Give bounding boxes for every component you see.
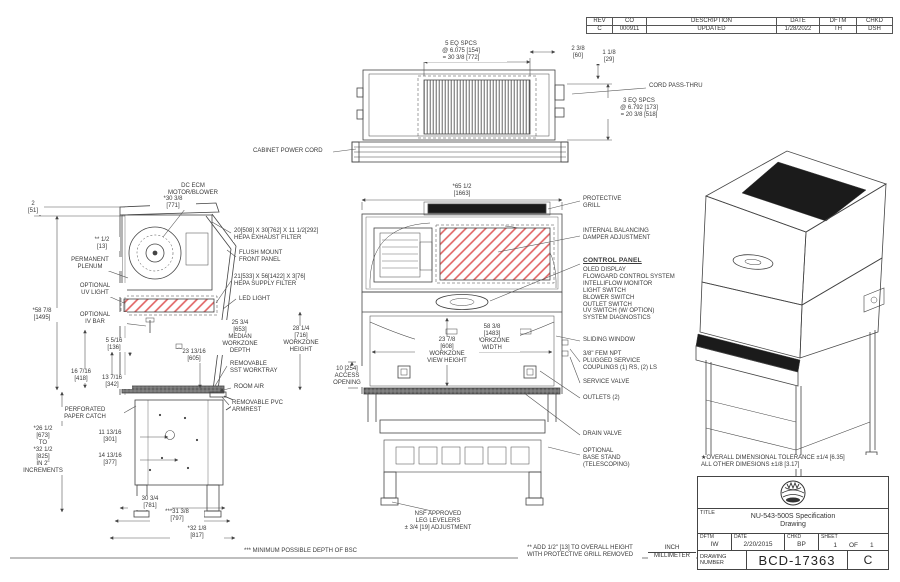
label-optional-iv-bar: OPTIONAL IV BAR [63, 312, 127, 326]
label-optional-base-stand: OPTIONAL BASE STAND (TELESCOPING) [582, 448, 631, 469]
dim-5-5-16: 5 5/16 [136] [95, 338, 133, 352]
dim-2: 2 [51] [22, 201, 44, 215]
list-control-panel-items: OLED DISPLAY FLOWGARD CONTROL SYSTEM INT… [582, 267, 676, 323]
label-led-light: LED LIGHT [238, 296, 272, 303]
title-label: TITLE [700, 510, 715, 516]
label-internal-balancing: INTERNAL BALANCING DAMPER ADJUSTMENT [582, 228, 652, 242]
revision-letter: C [863, 553, 873, 567]
revision-table: REV CO DESCRIPTION DATE DFTM CHKD C 0009… [586, 17, 893, 35]
label-drain-valve: DRAIN VALVE [582, 431, 623, 438]
rev-cell-description: UPDATED [647, 26, 777, 34]
units-legend: INCH MILLIMETER [648, 545, 696, 560]
dim-32-1-8: *32 1/8 [817] [170, 526, 224, 540]
label-control-panel: CONTROL PANEL [582, 257, 643, 264]
label-removable-pvc-armrest: REMOVABLE PVC ARMREST [231, 400, 284, 414]
label-flush-mount: FLUSH MOUNT FRONT PANEL [238, 250, 284, 264]
logo-row [698, 477, 888, 509]
note-add-height: ** ADD 1/2" [13] TO OVERALL HEIGHT WITH … [518, 545, 642, 559]
rev-cell-dftm: TH [820, 26, 857, 34]
drawing-number: BCD-17363 [747, 551, 848, 569]
dim-workzone-view-height: 23 7/8 [608] WORKZONE VIEW HEIGHT [415, 337, 479, 365]
dim-30-3-4: 30 3/4 [781] [128, 496, 172, 510]
rev-header-description: DESCRIPTION [647, 18, 777, 27]
label-outlets: OUTLETS (2) [582, 395, 621, 402]
note-min-depth: *** MINIMUM POSSIBLE DEPTH OF BSC [243, 548, 359, 555]
label-protective-grill: PROTECTIVE GRILL [582, 196, 623, 210]
date-label: DATE [734, 534, 747, 540]
label-sliding-window: SLIDING WINDOW [582, 337, 636, 344]
field-dftm: DFTM IW [698, 534, 732, 550]
label-room-air: ROOM AIR [233, 384, 266, 391]
label-hepa-exhaust-filter: 20[508] X 30[762] X 11 1/2[292] HEPA EXH… [233, 228, 320, 242]
title-block: TITLE NU-543-500S Specification Drawing … [697, 476, 889, 570]
fields-row: DFTM IW DATE 2/20/2015 CHKD BP SHEET 1 O… [698, 534, 888, 551]
label-removable-worktray: REMOVABLE SST WORKTRAY [229, 361, 279, 375]
field-date: DATE 2/20/2015 [732, 534, 785, 550]
dim-2-3-8: 2 3/8 [60] [562, 46, 594, 60]
rev-cell-date: 1/28/2022 [777, 26, 820, 34]
field-chkd: CHKD BP [785, 534, 819, 550]
units-millimeter: MILLIMETER [648, 552, 696, 560]
dim-median-workzone-depth: 25 3/4 [653] MEDIAN WORKZONE DEPTH [216, 320, 264, 355]
chkd-value: BP [797, 541, 806, 548]
sheet-number: 1 [833, 542, 837, 549]
dftm-value: IW [710, 541, 719, 548]
date-value: 2/20/2015 [743, 541, 773, 548]
rev-cell-chkd: DSH [868, 26, 881, 33]
label-dc-ecm: DC ECM MOTOR/BLOWER [156, 183, 230, 197]
chkd-label: CHKD [787, 534, 802, 540]
rev-header-co: CO [613, 18, 647, 27]
title-row: TITLE NU-543-500S Specification Drawing [698, 509, 888, 534]
label-hepa-supply-filter: 21[533] X 56[1422] X 3[76] HEPA SUPPLY F… [233, 274, 307, 288]
sheet-total: 1 [870, 542, 874, 549]
rev-header-date: DATE [777, 18, 820, 27]
dim-1-1-8: 1 1/8 [29] [594, 50, 624, 64]
dim-access-opening: 10 [254] ACCESS OPENING [325, 366, 369, 387]
dim-11-13-16: 11 13/16 [301] [88, 430, 132, 444]
field-sheet: SHEET 1 OF 1 [819, 534, 888, 550]
units-inch: INCH [664, 545, 680, 551]
drawing-title: NU-543-500S Specification Drawing [750, 513, 836, 528]
label-perforated-paper-catch: PERFORATED PAPER CATCH [46, 407, 124, 421]
label-cord-pass-thru: CORD PASS-THRU [648, 83, 704, 90]
dftm-label: DFTM [700, 534, 714, 540]
rev-cell-rev: C [587, 26, 613, 34]
dim-5-eq-spcs: 5 EQ SPCS @ 6.075 [154] = 30 3/8 [772] [415, 41, 507, 62]
sheet-of: OF [848, 542, 859, 549]
front-view [348, 198, 581, 512]
rev-header-dftm: DFTM [820, 18, 857, 27]
dim-65-1-2: *65 1/2 [1663] [430, 184, 494, 198]
label-fem-npt-couplings: 3/8" FEM NPT PLUGGED SERVICE COUPLINGS (… [582, 351, 659, 372]
dim-workzone-height: 28 1/4 [716] WORKZONE HEIGHT [276, 326, 326, 354]
dim-increments: *26 1/2 [673] TO *32 1/2 [825] IN 2" INC… [15, 426, 71, 475]
label-service-valve: SERVICE VALVE [582, 379, 631, 386]
dim-3-eq-spcs: 3 EQ SPCS @ 6.792 [173] = 20 3/8 [518] [606, 98, 672, 119]
dim-23-13-16: 23 13/16 [605] [172, 349, 216, 363]
label-optional-uv-light: OPTIONAL UV LIGHT [63, 283, 127, 297]
dim-58-7-8: *58 7/8 [1495] [22, 308, 62, 322]
drawing-number-label: DRAWING NUMBER [698, 551, 747, 569]
rev-cell-co: 000911 [613, 26, 647, 34]
dim-16-7-16: 16 7/16 [418] [61, 369, 101, 383]
drawing-number-row: DRAWING NUMBER BCD-17363 C [698, 551, 888, 569]
dim-half: ** 1/2 [13] [84, 237, 120, 251]
dim-13-7-16: 13 7/16 [342] [92, 375, 132, 389]
side-view [34, 198, 302, 540]
dim-31-3-8: ***31 3/8 [797] [150, 509, 204, 523]
isometric-view [695, 150, 887, 485]
label-cabinet-power-cord: CABINET POWER CORD [252, 148, 324, 155]
rev-header-chkd: CHKD [857, 18, 892, 27]
sheet-label: SHEET [821, 534, 838, 540]
nuaire-logo [780, 480, 806, 505]
rev-header-rev: REV [587, 18, 613, 27]
top-view [332, 50, 647, 163]
dim-14-13-16: 14 13/16 [377] [88, 453, 132, 467]
label-nsf-leg-levelers: NSF APPROVED LEG LEVELERS ± 3/4 [19] ADJ… [391, 511, 485, 532]
note-tolerance: ★OVERALL DIMENSIONAL TOLERANCE ±1/4 [6.3… [700, 455, 888, 469]
label-permanent-plenum: PERMANENT PLENUM [58, 257, 122, 271]
dim-30-3-8: *30 3/8 [771] [150, 196, 196, 210]
